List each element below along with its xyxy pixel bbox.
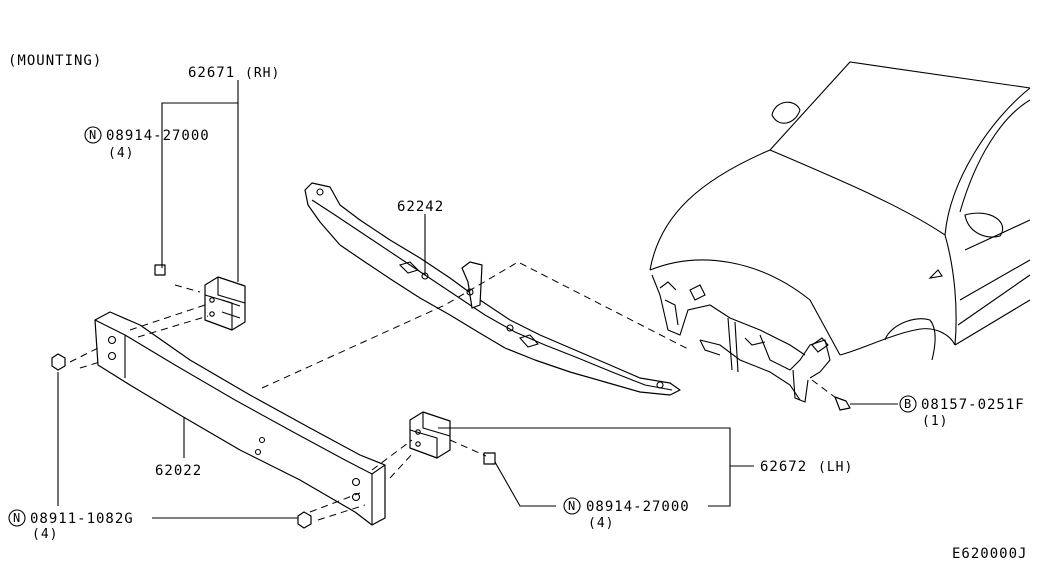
svg-text:62242: 62242 xyxy=(397,199,444,215)
svg-text:(1): (1) xyxy=(922,414,948,429)
callout-bracket-rh: 62671 (RH) xyxy=(188,65,280,81)
n-prefix-icon xyxy=(563,497,581,515)
svg-text:N: N xyxy=(89,128,96,142)
flange-nut-lower xyxy=(297,511,312,529)
n-prefix-icon xyxy=(8,509,26,527)
callout-nut-lower: N 08914-27000 (4) xyxy=(563,497,690,531)
svg-text:08914-27000: 08914-27000 xyxy=(106,128,210,144)
callout-nut-upper: N 08914-27000 (4) xyxy=(84,126,210,161)
b-prefix-icon xyxy=(899,395,917,413)
svg-text:08157-0251F: 08157-0251F xyxy=(921,397,1025,413)
svg-text:B: B xyxy=(904,397,911,411)
assembly-guide-lines xyxy=(69,261,837,521)
car-body-illustration xyxy=(649,61,1031,403)
bracket-rh-part xyxy=(154,264,246,331)
clip-nut-rh xyxy=(154,264,166,276)
svg-text:(LH): (LH) xyxy=(818,460,853,475)
clip-nut-lh xyxy=(483,452,496,465)
svg-text:(4): (4) xyxy=(588,516,614,531)
bolt-part xyxy=(834,396,851,411)
bumper-reinforcement-part xyxy=(94,311,386,526)
svg-text:08911-1082G: 08911-1082G xyxy=(30,511,134,527)
diagram-code: E620000J xyxy=(952,546,1027,562)
callout-stay: 62242 xyxy=(397,199,444,215)
leader-lines xyxy=(57,80,898,519)
callout-bracket-lh: 62672 (LH) xyxy=(760,459,853,475)
svg-text:62672: 62672 xyxy=(760,459,807,475)
svg-text:(RH): (RH) xyxy=(245,66,280,81)
svg-text:62671: 62671 xyxy=(188,65,235,81)
svg-text:N: N xyxy=(568,499,575,513)
callout-nut-left: N 08911-1082G (4) xyxy=(8,509,134,542)
bracket-lh-part xyxy=(409,411,496,465)
callout-bolt: B 08157-0251F (1) xyxy=(899,395,1025,429)
svg-text:62022: 62022 xyxy=(155,463,202,479)
svg-text:08914-27000: 08914-27000 xyxy=(586,499,690,515)
svg-text:(4): (4) xyxy=(32,527,58,542)
callout-reinforcement: 62022 xyxy=(155,463,202,479)
section-label: (MOUNTING) xyxy=(8,53,102,69)
flange-nut-left xyxy=(51,353,66,371)
n-prefix-icon xyxy=(84,126,102,144)
svg-text:(4): (4) xyxy=(108,146,134,161)
svg-text:N: N xyxy=(13,511,20,525)
upper-stay-part xyxy=(304,182,681,396)
